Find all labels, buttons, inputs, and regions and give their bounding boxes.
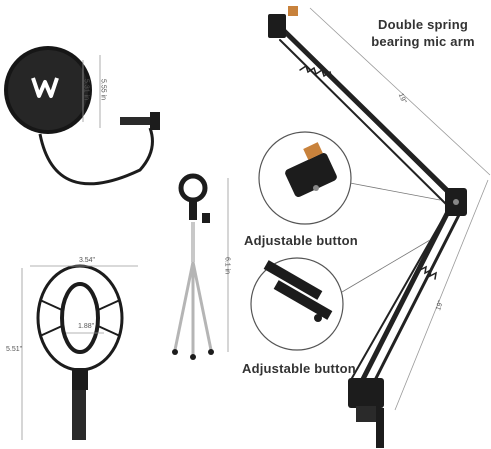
shock-mount-height-dim: 5.51" [6,346,23,353]
callout-label-top: Adjustable button [244,233,358,248]
mic-mount-head [268,14,286,38]
callout-top-pointer [349,182,441,201]
stand-height-dim: 6.1 in [223,256,231,275]
callout-bottom-detail [263,260,333,322]
brand-logo [31,77,59,98]
pop-filter-clamp [120,117,160,125]
boom-arm [272,19,465,392]
desk-clamp [348,378,384,448]
brass-screw [288,6,298,16]
shock-mount [36,264,124,440]
callout-top-detail [285,142,337,197]
arm-title: Double spring bearing mic arm [358,16,488,50]
pop-filter [4,46,160,186]
pop-filter-outer-dim: 5.55 in [99,78,107,101]
lower-arm-dim-line [394,179,489,411]
callout-bottom-pointer [341,239,431,293]
tripod-stand [172,173,214,360]
shock-mount-inner-dim: 1.88" [78,323,95,330]
callout-label-bottom: Adjustable button [242,361,356,376]
pop-filter-inner-dim: 5.31 in [82,78,90,101]
upper-arm-dim-line [309,7,491,176]
arm-title-line1: Double spring [378,17,468,32]
arm-title-line2: bearing mic arm [371,34,475,49]
gooseneck [38,127,154,186]
callout-circle-bottom [250,257,344,351]
shock-mount-width-dim: 3.54" [78,257,96,264]
